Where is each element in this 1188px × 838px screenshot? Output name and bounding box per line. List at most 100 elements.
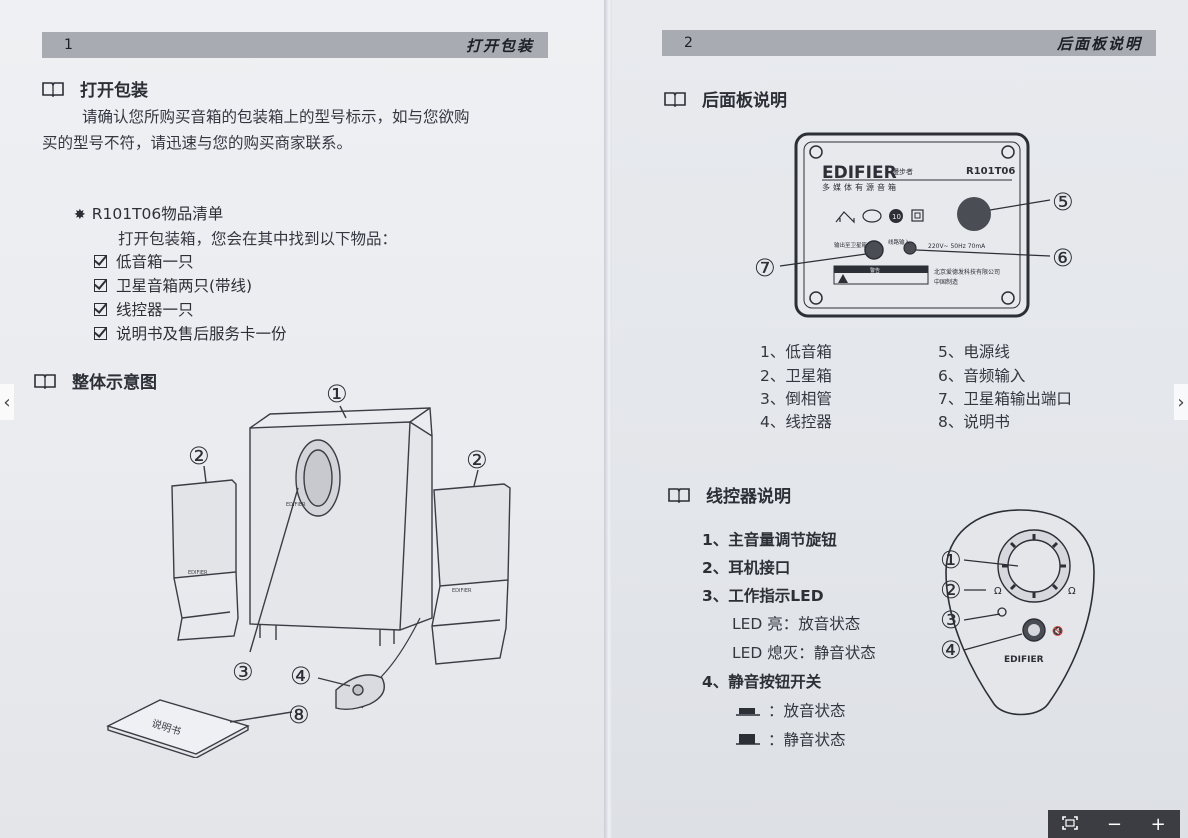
- callout-8: ⑧: [288, 701, 310, 729]
- page-header-bar: 1 打开包装: [42, 32, 548, 58]
- page-number: 2: [684, 35, 693, 51]
- power-spec: 220V~ 50Hz 70mA: [928, 243, 986, 250]
- fit-screen-button[interactable]: [1062, 814, 1079, 835]
- panel-brand: EDIFIER: [822, 163, 897, 183]
- button-up-icon: [736, 708, 760, 716]
- fit-screen-icon: [1062, 815, 1079, 830]
- remote-item: 2、耳机接口: [702, 559, 791, 577]
- panel-brand-cn: 漫步者: [892, 167, 913, 176]
- book-icon: [668, 487, 690, 503]
- book-icon: [42, 81, 64, 97]
- mute-up-row: ：放音状态: [736, 699, 846, 721]
- certification-icons: 10: [835, 209, 924, 224]
- sat-brand-label: EDIFIER: [188, 570, 208, 576]
- ten-icon: [889, 209, 903, 223]
- panel-made-in: 中国制造: [934, 278, 958, 286]
- left-satellite-drawing: [171, 479, 239, 641]
- header-title: 后面板说明: [1056, 34, 1142, 53]
- button-down-icon: [736, 734, 760, 745]
- section-title-rear-panel: 后面板说明: [664, 86, 787, 111]
- mute-speaker-icon: 🔇: [1052, 625, 1063, 637]
- legend-item: 6、音频输入: [938, 367, 1026, 385]
- intro-line-1: 请确认您所购买音箱的包装箱上的型号标示，如与您欲购: [82, 108, 470, 126]
- chevron-right-icon: ›: [1177, 391, 1185, 413]
- legend-item: 8、说明书: [938, 413, 1010, 431]
- svg-text:10: 10: [892, 213, 901, 221]
- checkbox-icon: [94, 254, 107, 268]
- legend-item: 3、倒相管: [760, 390, 832, 408]
- led-off-text: LED 熄灭：静音状态: [732, 644, 876, 662]
- page-header-bar: 2 后面板说明: [662, 30, 1156, 56]
- zoom-in-button[interactable]: +: [1150, 813, 1166, 835]
- rear-panel-diagram: EDIFIER 漫步者 R101T06 多媒体有源音箱 10 输出至卫星箱 线路…: [754, 132, 1074, 318]
- mute-down-text: ：静音状态: [768, 731, 846, 749]
- audio-input-port: [903, 241, 917, 255]
- legend-item: 1、低音箱: [760, 343, 832, 361]
- right-page: 2 后面板说明 后面板说明 EDIFIER 漫步者 R101T06 多媒体有源音…: [612, 0, 1188, 838]
- next-page-button[interactable]: ›: [1174, 384, 1188, 420]
- section-title-remote: 线控器说明: [668, 482, 791, 507]
- sat-brand-label: EDIFIER: [452, 588, 472, 594]
- remote-controller-diagram: Ω Ω 🔇 EDIFIER: [945, 509, 1095, 716]
- section-title-text: 打开包装: [80, 81, 148, 101]
- headphone-icon: Ω: [1068, 586, 1076, 597]
- remote-item: 4、静音按钮开关: [702, 673, 822, 691]
- bullet-icon: ✸: [74, 207, 86, 223]
- mute-down-row: ：静音状态: [736, 728, 846, 750]
- page-number: 1: [64, 37, 73, 53]
- output-label: 输出至卫星箱: [834, 241, 868, 249]
- list-item-label: 低音箱一只: [116, 253, 194, 271]
- led-on-text: LED 亮：放音状态: [732, 615, 861, 633]
- list-intro: 打开包装箱，您会在其中找到以下物品：: [118, 230, 398, 248]
- legend-item: 2、卫星箱: [760, 367, 832, 385]
- speaker-system-diagram: 说明书 EDIFIER EDIFIER EDIFIER ① ② ② ③ ④ ⑧: [106, 380, 511, 758]
- list-item: 说明书及售后服务卡一份: [94, 322, 287, 344]
- left-page: 1 打开包装 打开包装 请确认您所购买音箱的包装箱上的型号标示，如与您欲购 买的…: [0, 0, 608, 838]
- list-title: ✸ R101T06物品清单: [74, 202, 223, 224]
- callout-7: ⑦: [754, 254, 776, 282]
- checkbox-icon: [94, 302, 107, 316]
- list-item: 线控器一只: [94, 298, 194, 320]
- remote-callouts: ① ② ③ ④: [940, 546, 1023, 664]
- right-satellite-drawing: [431, 483, 511, 665]
- double-insulation-icon: [911, 209, 924, 222]
- list-item: 卫星音箱两只(带线): [94, 274, 252, 296]
- subwoofer-drawing: [249, 407, 433, 646]
- callout-5: ⑤: [1052, 188, 1074, 216]
- knob-ridges: [1002, 534, 1066, 598]
- zoom-out-button[interactable]: −: [1106, 813, 1122, 835]
- legend-item: 5、电源线: [938, 343, 1010, 361]
- home-icon: [835, 211, 855, 224]
- legend-item: 4、线控器: [760, 413, 832, 431]
- list-item-label: 线控器一只: [116, 301, 194, 319]
- book-icon: [664, 91, 686, 107]
- section-title-text: 线控器说明: [706, 487, 791, 507]
- header-title: 打开包装: [465, 36, 534, 55]
- controller-drawing: [335, 674, 385, 711]
- intro-line-2: 买的型号不符，请迅速与您的购买商家联系。: [42, 134, 353, 152]
- callout-2: ②: [940, 576, 962, 604]
- remote-brand: EDIFIER: [1004, 655, 1044, 665]
- list-title-text: R101T06物品清单: [91, 205, 224, 223]
- callout-2: ②: [188, 442, 210, 470]
- callout-6: ⑥: [1052, 244, 1074, 272]
- section-title-unpack: 打开包装: [42, 76, 148, 101]
- list-item-label: 卫星音箱两只(带线): [116, 277, 253, 295]
- led-indicator: [997, 607, 1007, 617]
- panel-company: 北京爱德发科技有限公司: [934, 268, 1000, 276]
- checkbox-icon: [94, 326, 107, 340]
- warning-title: 警告: [870, 267, 880, 274]
- prev-page-button[interactable]: ‹: [0, 384, 14, 420]
- list-item-label: 说明书及售后服务卡一份: [116, 325, 287, 343]
- remote-item: 1、主音量调节旋钮: [702, 531, 837, 549]
- section-title-text: 后面板说明: [702, 91, 787, 111]
- callout-3: ③: [940, 606, 962, 634]
- callout-4: ④: [290, 662, 312, 690]
- callout-1: ①: [326, 380, 348, 408]
- mute-up-text: ：放音状态: [768, 702, 846, 720]
- input-label: 线路输入: [888, 238, 911, 246]
- book-icon: [34, 373, 56, 389]
- manual-drawing: [106, 699, 250, 758]
- warning-icon: [838, 274, 848, 283]
- remote-item: 3、工作指示LED: [702, 587, 824, 605]
